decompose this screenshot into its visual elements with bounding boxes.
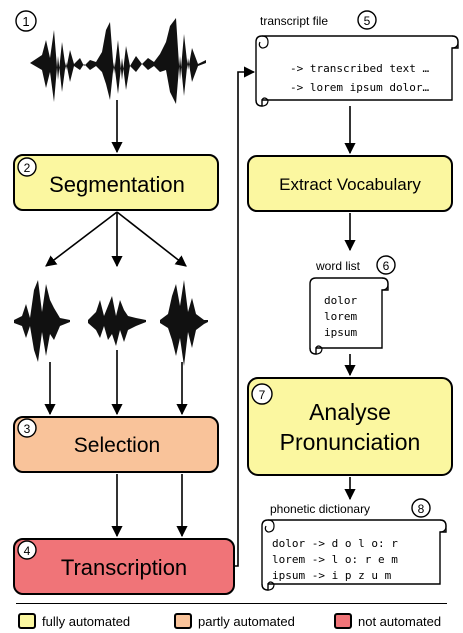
segmentation-box: Segmentation 2 xyxy=(13,154,219,211)
waveform-original-icon xyxy=(30,18,206,104)
legend-label-fully: fully automated xyxy=(42,614,131,629)
step-4-number: 4 xyxy=(24,544,31,558)
word-2: lorem xyxy=(324,310,357,323)
extract-vocabulary-box: Extract Vocabulary xyxy=(247,155,453,212)
analyse-pronunciation-box: Analyse Pronunciation 7 xyxy=(247,377,453,476)
step-3-number: 3 xyxy=(24,422,31,436)
transcript-line-2: -> lorem ipsum dolor… xyxy=(290,81,429,94)
legend-swatch-fully xyxy=(18,613,36,629)
word-list-title: word list xyxy=(315,259,361,273)
waveform-segments-icon xyxy=(14,280,208,366)
step-8-number: 8 xyxy=(418,502,425,516)
svg-text:1: 1 xyxy=(22,14,29,29)
pronunciation-label: Pronunciation xyxy=(280,429,421,455)
transcript-file-title: transcript file xyxy=(260,14,328,28)
dictionary-entry-1: dolor -> d o l o: r xyxy=(272,537,398,550)
phonetic-dictionary-scroll: phonetic dictionary 8 dolor -> d o l o: … xyxy=(261,498,447,591)
transcription-label: Transcription xyxy=(61,555,187,580)
legend-swatch-partly xyxy=(174,613,192,629)
dictionary-entry-3: ipsum -> i p z u m xyxy=(272,569,392,582)
word-1: dolor xyxy=(324,294,357,307)
legend-label-partly: partly automated xyxy=(198,614,295,629)
word-list-scroll: word list 6 dolor lorem ipsum xyxy=(309,255,396,355)
phonetic-dictionary-title: phonetic dictionary xyxy=(270,502,370,516)
step-5-number: 5 xyxy=(364,14,371,28)
transcript-line-1: -> transcribed text … xyxy=(290,62,429,75)
legend-label-not: not automated xyxy=(358,614,442,629)
analyse-label: Analyse xyxy=(309,399,391,425)
legend: fully automated partly automated not aut… xyxy=(0,604,463,633)
dictionary-entry-2: lorem -> l o: r e m xyxy=(272,553,398,566)
transcription-box: Transcription 4 xyxy=(13,538,235,595)
selection-label: Selection xyxy=(74,434,160,457)
extract-vocabulary-label: Extract Vocabulary xyxy=(279,175,421,194)
word-3: ipsum xyxy=(324,326,357,339)
legend-divider xyxy=(16,603,447,604)
step-6-number: 6 xyxy=(383,259,390,273)
selection-box: Selection 3 xyxy=(13,416,219,473)
transcript-file-scroll: transcript file 5 -> transcribed text … … xyxy=(255,10,459,107)
step-7-number: 7 xyxy=(259,388,266,402)
step-2-number: 2 xyxy=(24,161,31,175)
legend-swatch-not xyxy=(334,613,352,629)
segmentation-label: Segmentation xyxy=(49,172,185,197)
step-1-number: 1 xyxy=(15,10,37,32)
